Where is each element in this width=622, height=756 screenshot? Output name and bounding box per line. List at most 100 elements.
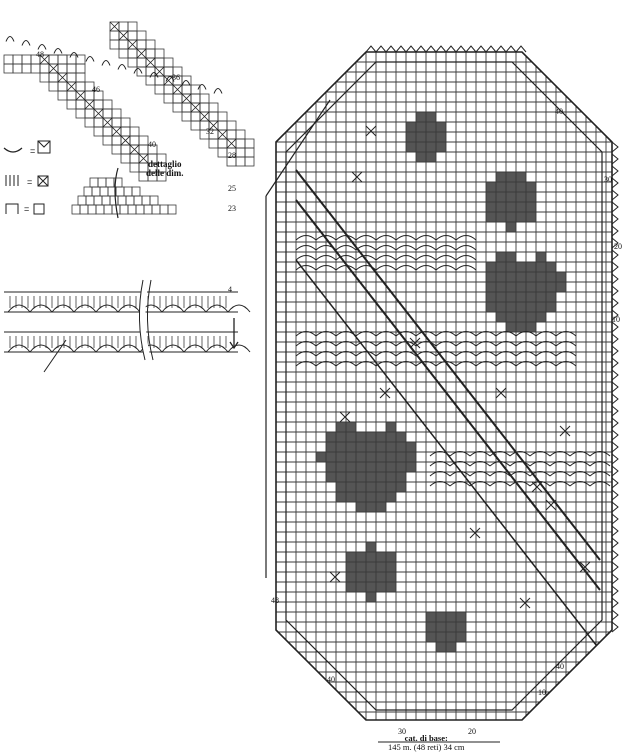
corner-cell (190, 120, 201, 131)
corner-cell (172, 93, 183, 104)
corner-cell (118, 21, 129, 32)
edging-picot (515, 45, 527, 53)
corner-cross (136, 48, 147, 59)
dim-detail-cell (101, 195, 111, 206)
corner-cell (145, 66, 156, 77)
edging-picot (611, 225, 619, 237)
corner-cell (244, 147, 255, 158)
corner-cell (136, 39, 147, 50)
scale-number: 10 (612, 315, 620, 324)
filled-cross-icon (37, 175, 49, 187)
corner-cell (145, 48, 156, 59)
edging-picot (611, 297, 619, 309)
corner-cell (84, 108, 95, 119)
corner-cell (217, 120, 228, 131)
corner-picot (117, 64, 127, 70)
edging-picot (405, 45, 417, 53)
edging-picot (611, 201, 619, 213)
strip-arc (161, 344, 185, 353)
dim-detail-cell (125, 195, 135, 206)
corner-cell (66, 90, 77, 101)
legend-equals: = (27, 177, 33, 187)
corner-cell (190, 93, 201, 104)
corner-cross (57, 72, 68, 83)
edging-picot (611, 141, 619, 153)
strip-arc (117, 344, 141, 353)
strip-arc (73, 344, 97, 353)
corner-cell (75, 72, 86, 83)
mesh-box-icon (37, 140, 51, 148)
corner-cell (145, 48, 156, 59)
corner-cell (172, 93, 183, 104)
corner-cell (120, 153, 131, 164)
corner-cell (145, 66, 156, 77)
corner-picot (85, 56, 95, 62)
strip-arc (227, 304, 251, 313)
edging-picot (611, 357, 619, 369)
corner-cell (102, 108, 113, 119)
detail-caption: dettaglio delle dim. (146, 159, 184, 179)
corner-cell (57, 63, 68, 74)
corner-cell (154, 75, 165, 86)
corner-cell (57, 81, 68, 92)
strip-arc (95, 344, 119, 353)
corner-cell (111, 117, 122, 128)
corner-picot (21, 40, 31, 46)
edging-picot (611, 405, 619, 417)
corner-cross (39, 54, 50, 65)
corner-cross (226, 138, 237, 149)
edging-picot (395, 45, 407, 53)
edging-picot (495, 45, 507, 53)
corner-cell (102, 126, 113, 137)
main-table-runner-chart (265, 45, 619, 743)
corner-cell (235, 147, 246, 158)
edging-picot (465, 45, 477, 53)
corner-cross (111, 126, 122, 137)
corner-cell (75, 99, 86, 110)
strip-arc (95, 304, 119, 313)
corner-cell (138, 135, 149, 146)
dim-detail-cell (115, 186, 125, 197)
dim-detail-cell (89, 177, 99, 188)
corner-cell (120, 126, 131, 137)
corner-cell (75, 81, 86, 92)
corner-cell (111, 135, 122, 146)
corner-cell (181, 84, 192, 95)
scale-number: 48 (271, 596, 279, 605)
edging-picot (611, 417, 619, 429)
corner-cell (102, 108, 113, 119)
corner-cell (235, 138, 246, 149)
corner-cell (163, 57, 174, 68)
corner-cell (66, 63, 77, 74)
corner-cell (217, 138, 228, 149)
corner-cell (3, 54, 14, 65)
corner-cell (129, 135, 140, 146)
corner-cell (127, 48, 138, 59)
corner-number: 32 (206, 127, 214, 136)
corner-cross (127, 39, 138, 50)
corner-cell (48, 54, 59, 65)
corner-cross (102, 117, 113, 128)
edging-picot (611, 189, 619, 201)
corner-cell (163, 84, 174, 95)
corner-cell (48, 72, 59, 83)
dim-detail-cell (105, 177, 115, 188)
corner-cell (129, 162, 140, 173)
corner-cell (111, 117, 122, 128)
corner-cell (208, 111, 219, 122)
edging-picot (425, 45, 437, 53)
strip-arc (51, 304, 75, 313)
dim-detail-cell (117, 195, 127, 206)
edging-picot (611, 621, 619, 633)
corner-cell (235, 129, 246, 140)
strip-arc (161, 304, 185, 313)
corner-cross (118, 30, 129, 41)
corner-cell (102, 126, 113, 137)
filled-cross-icon (37, 175, 49, 187)
corner-cell (93, 117, 104, 128)
edging-picot (611, 561, 619, 573)
corner-cross (84, 99, 95, 110)
corner-cross (145, 57, 156, 68)
edging-picot (375, 45, 387, 53)
corner-cell (154, 84, 165, 95)
